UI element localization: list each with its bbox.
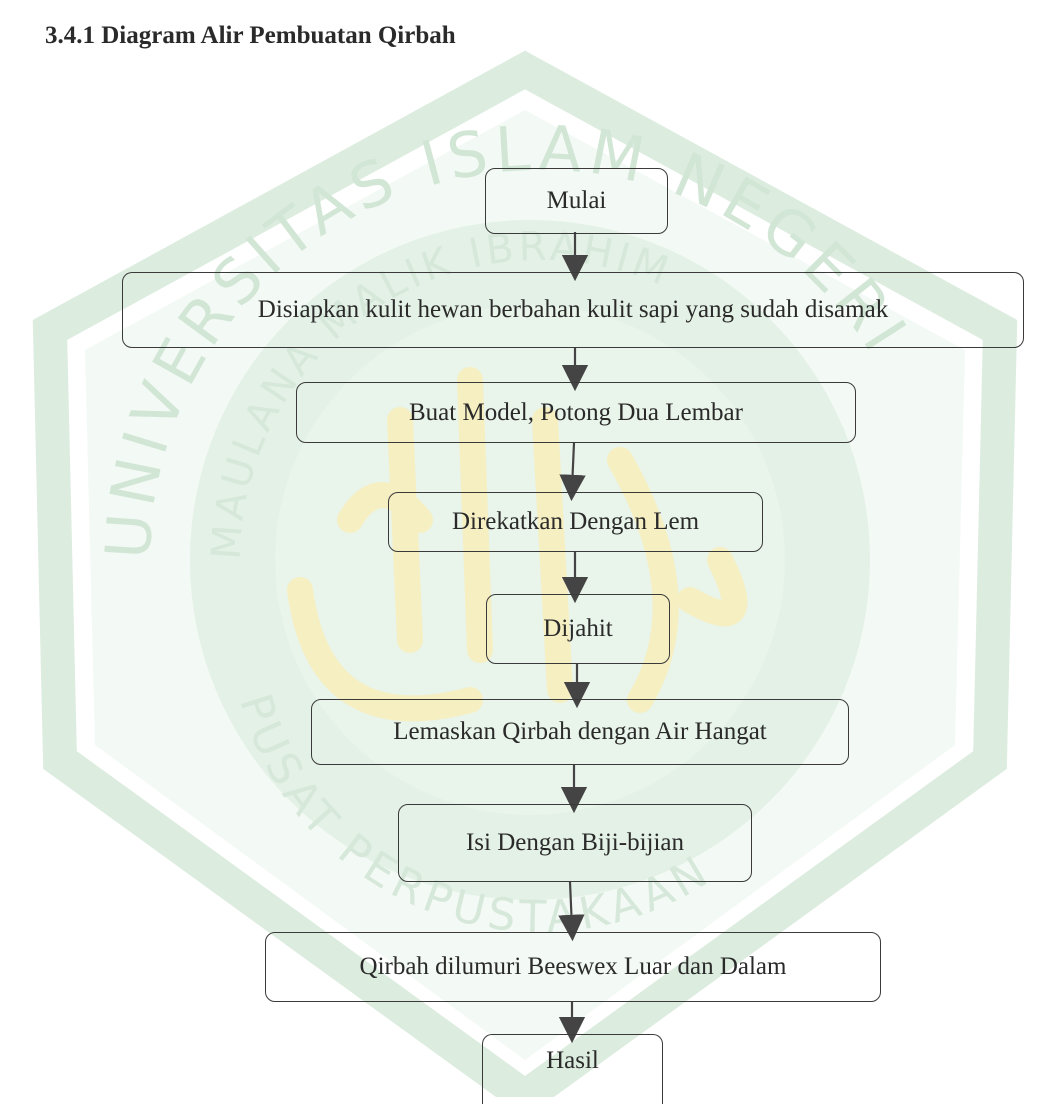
step-hasil-label: Hasil	[546, 1047, 599, 1074]
step-dijahit-label: Dijahit	[543, 615, 613, 642]
step-lumuri-beeswex: Qirbah dilumuri Beeswex Luar dan Dalam	[265, 932, 881, 1002]
step-dijahit: Dijahit	[486, 594, 670, 664]
step-lumuri-beeswex-label: Qirbah dilumuri Beeswex Luar dan Dalam	[359, 953, 787, 980]
step-lemaskan-label: Lemaskan Qirbah dengan Air Hangat	[393, 718, 767, 745]
step-direkatkan-label: Direkatkan Dengan Lem	[451, 508, 700, 535]
step-siapkan-kulit-label: Disiapkan kulit hewan berbahan kulit sap…	[257, 296, 889, 323]
section-heading: 3.4.1 Diagram Alir Pembuatan Qirbah	[45, 22, 456, 49]
arrow-model-rekat	[559, 442, 586, 502]
step-buat-model: Buat Model, Potong Dua Lembar	[296, 382, 856, 443]
arrow-isi-lumuri	[558, 881, 585, 942]
step-siapkan-kulit: Disiapkan kulit hewan berbahan kulit sap…	[122, 272, 1024, 348]
step-isi-biji: Isi Dengan Biji-bijian	[398, 804, 752, 882]
step-isi-biji-label: Isi Dengan Biji-bijian	[465, 829, 685, 856]
step-direkatkan: Direkatkan Dengan Lem	[388, 492, 763, 552]
step-mulai-label: Mulai	[546, 187, 607, 214]
step-lemaskan: Lemaskan Qirbah dengan Air Hangat	[311, 699, 849, 765]
step-mulai: Mulai	[485, 168, 668, 234]
step-buat-model-label: Buat Model, Potong Dua Lembar	[409, 398, 743, 426]
step-hasil: Hasil	[482, 1034, 663, 1104]
